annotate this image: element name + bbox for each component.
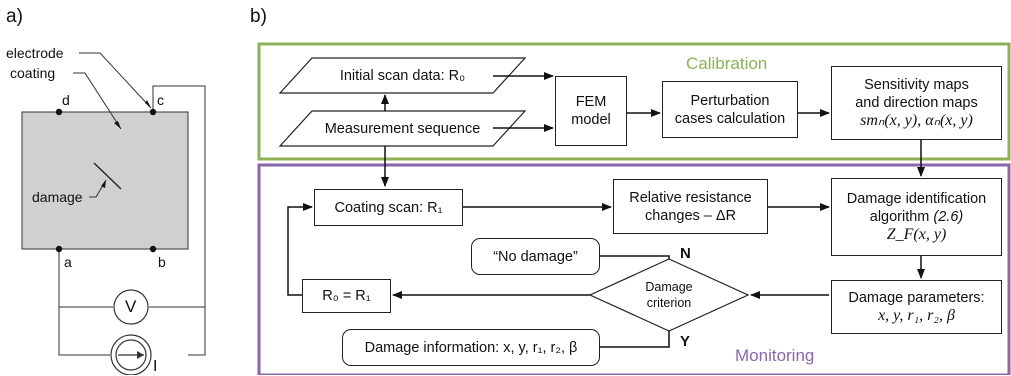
damage-parameters-box: Damage parameters: x, y, r₁, r₂, β [831, 280, 1002, 334]
voltmeter-label: V [125, 297, 137, 316]
damage-id-line2: algorithm (2.6) [870, 208, 964, 226]
fem-model-box: FEM model [555, 76, 627, 146]
electrode-label: electrode [6, 45, 64, 61]
criterion-line2: criterion [646, 296, 692, 310]
electrode-c [149, 108, 157, 116]
measurement-sequence-shape [278, 110, 527, 147]
electrode-b [149, 245, 157, 253]
initial-scan-text: Initial scan data: R₀ [339, 67, 466, 84]
panel-a-label: a) [6, 6, 23, 27]
voltmeter-symbol [113, 289, 149, 325]
r0-equals-r1-box: R₀ = R₁ [302, 279, 391, 313]
r0-equals-r1-text: R₀ = R₁ [322, 288, 371, 304]
damage-id-algorithm: algorithm [869, 209, 934, 225]
sensitivity-line1: Sensitivity maps [864, 77, 969, 93]
calibration-frame [257, 42, 1011, 161]
damage-id-ref: (2.6) [933, 209, 964, 225]
damage-label: damage [32, 189, 83, 205]
damage-id-line3: Z_F(x, y) [886, 226, 947, 243]
sensitivity-line2: and direction maps [855, 95, 978, 111]
coating-label: coating [10, 65, 56, 81]
monitoring-frame [257, 163, 1011, 375]
damage-identification-box: Damage identification algorithm (2.6) Z_… [831, 178, 1002, 256]
relative-resistance-box: Relative resistance changes – ΔR [613, 179, 768, 234]
damage-crack [93, 162, 122, 190]
coating-plate [21, 111, 189, 250]
relative-line1: Relative resistance [629, 189, 752, 206]
coating-scan-text: Coating scan: R₁ [334, 199, 443, 216]
damage-information-box: Damage information: x, y, r₁, r₂, β [342, 329, 600, 366]
damage-params-line2: x, y, r₁, r₂, β [878, 307, 955, 324]
fem-model-line2: model [571, 112, 611, 128]
circuit-diagram [21, 52, 206, 375]
initial-scan-shape [278, 57, 527, 94]
damage-info-text: Damage information: x, y, r₁, r₂, β [364, 339, 578, 356]
node-b-label: b [158, 254, 166, 270]
measurement-sequence-text: Measurement sequence [324, 120, 481, 137]
coating-scan-box: Coating scan: R₁ [314, 189, 463, 226]
fem-model-line1: FEM [575, 94, 607, 110]
electrode-leader [79, 52, 152, 109]
perturbation-box: Perturbation cases calculation [662, 81, 798, 138]
panel-b-label: b) [250, 6, 267, 27]
electrode-d [55, 108, 63, 116]
damage-criterion-text: Damage criterion [620, 278, 718, 312]
relative-line2: changes – ΔR [644, 207, 737, 224]
label-y: Y [680, 333, 691, 350]
perturbation-line2: cases calculation [674, 110, 786, 127]
node-d-label: d [62, 92, 70, 108]
monitoring-title: Monitoring [735, 346, 815, 365]
wire-a [58, 249, 110, 356]
connectors [287, 72, 925, 348]
damage-params-line1: Damage parameters: [848, 290, 985, 306]
sensitivity-line3: smₙ(x, y), αₙ(x, y) [860, 112, 973, 129]
perturbation-line1: Perturbation [690, 92, 770, 109]
current-source-label: I [153, 358, 158, 375]
no-damage-text: “No damage” [493, 248, 578, 265]
wire-c [152, 85, 206, 356]
coating-leader [73, 72, 122, 130]
no-damage-box: “No damage” [471, 238, 600, 275]
damage-id-line1: Damage identification [846, 191, 987, 207]
criterion-line1: Damage [645, 280, 693, 294]
node-a-label: a [64, 254, 72, 270]
node-c-label: c [157, 92, 164, 108]
label-n: N [680, 245, 691, 262]
electrode-a [55, 245, 63, 253]
sensitivity-maps-box: Sensitivity maps and direction maps smₙ(… [831, 66, 1002, 140]
calibration-title: Calibration [686, 54, 768, 73]
